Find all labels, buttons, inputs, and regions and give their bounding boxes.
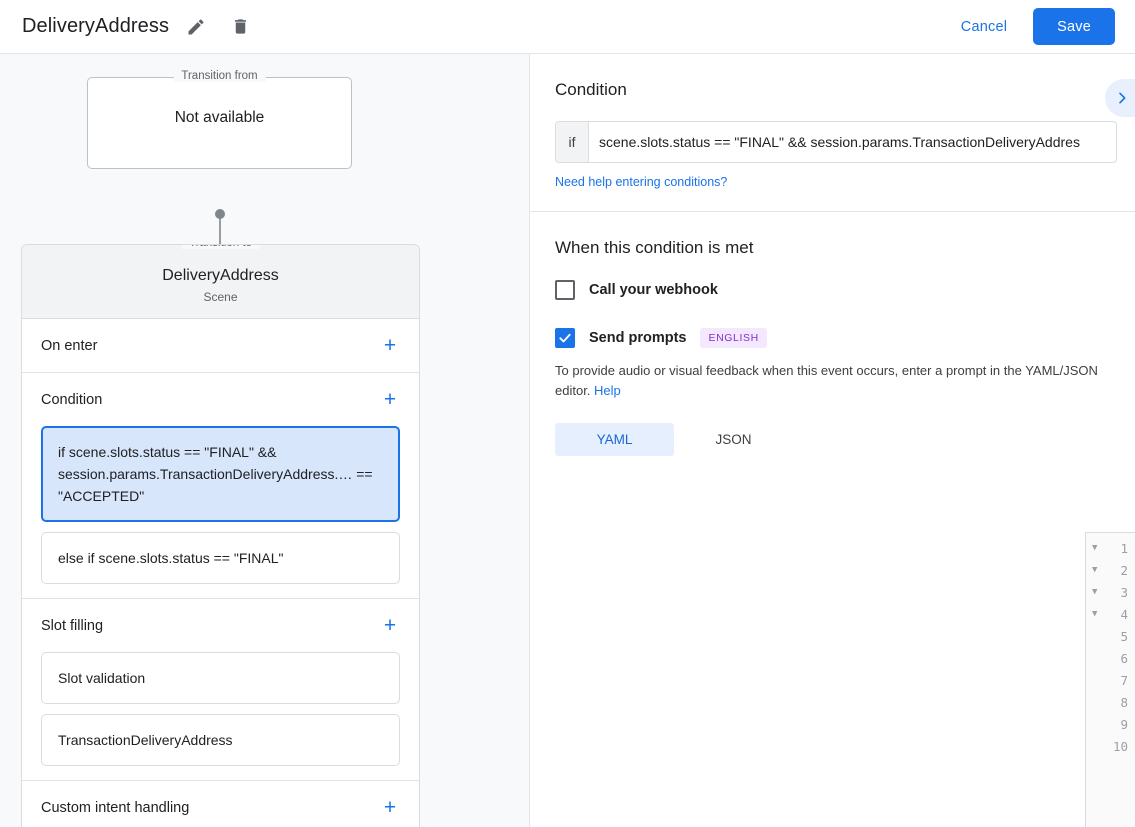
add-custom-intent-button[interactable]: + [383, 796, 397, 819]
language-badge: ENGLISH [700, 328, 767, 348]
transition-from-value: Not available [174, 109, 265, 126]
condition-section: Condition if Need help entering conditio… [530, 54, 1135, 212]
line-number: 4 [1120, 606, 1128, 622]
send-prompts-description-text: To provide audio or visual feedback when… [555, 363, 1098, 398]
section-on-enter: On enter + [22, 319, 419, 373]
section-on-enter-title: On enter [41, 337, 98, 354]
page-title: DeliveryAddress [22, 15, 170, 37]
section-condition-title: Condition [41, 391, 103, 408]
line-number: 2 [1120, 562, 1128, 578]
transition-to-scene-card: Transition to DeliveryAddress Scene On e… [21, 244, 420, 827]
send-prompts-row: Send prompts ENGLISH [555, 328, 1110, 348]
line-number: 7 [1120, 672, 1128, 688]
call-webhook-row: Call your webhook [555, 280, 1110, 300]
condition-list: if scene.slots.status == "FINAL" && sess… [22, 426, 419, 598]
line-number: 5 [1120, 628, 1128, 644]
condition-if-prefix: if [556, 122, 589, 162]
condition-heading: Condition [555, 80, 627, 99]
top-app-bar: DeliveryAddress Cancel Save [0, 0, 1135, 54]
section-condition-header: Condition + [22, 373, 419, 426]
tab-yaml[interactable]: YAML [555, 423, 674, 456]
help-link[interactable]: Help [594, 383, 621, 398]
gutter-line: ▼4 [1086, 603, 1135, 625]
gutter-line: 10 [1086, 735, 1135, 757]
fold-triangle-icon[interactable]: ▼ [1092, 587, 1098, 597]
chevron-right-icon[interactable] [1105, 79, 1135, 117]
line-number: 1 [1120, 540, 1128, 556]
section-slot-filling-title: Slot filling [41, 617, 104, 634]
transition-to-legend: Transition to [181, 245, 260, 249]
section-custom-intent-title: Custom intent handling [41, 799, 190, 816]
tab-json[interactable]: JSON [715, 432, 752, 447]
right-panel: Condition if Need help entering conditio… [530, 54, 1135, 827]
line-number: 3 [1120, 584, 1128, 600]
section-custom-intent-header: Custom intent handling + [22, 781, 419, 827]
trash-icon[interactable] [223, 10, 257, 44]
line-number: 8 [1120, 694, 1128, 710]
line-number: 9 [1120, 716, 1128, 732]
gutter-line: 8 [1086, 691, 1135, 713]
section-slot-filling-header: Slot filling + [22, 599, 419, 652]
slot-validation-item[interactable]: Slot validation [41, 652, 400, 704]
fold-triangle-icon[interactable]: ▼ [1092, 609, 1098, 619]
gutter-line: ▼3 [1086, 581, 1135, 603]
transition-from-legend: Transition from [173, 70, 266, 82]
scene-type: Scene [203, 290, 238, 304]
when-condition-met-section: When this condition is met Call your web… [530, 212, 1135, 456]
transition-from-box: Transition from Not available [87, 70, 352, 169]
line-number: 10 [1112, 738, 1128, 754]
scene-name: DeliveryAddress [162, 267, 279, 284]
condition-item-selected[interactable]: if scene.slots.status == "FINAL" && sess… [41, 426, 400, 522]
fold-triangle-icon[interactable]: ▼ [1092, 543, 1098, 553]
left-panel: Transition from Not available Transition… [0, 54, 530, 827]
pencil-icon[interactable] [179, 10, 213, 44]
gutter-line: 9 [1086, 713, 1135, 735]
gutter-line: ▼1 [1086, 537, 1135, 559]
condition-help-link[interactable]: Need help entering conditions? [555, 175, 728, 189]
gutter-line: 6 [1086, 647, 1135, 669]
gutter-line: 5 [1086, 625, 1135, 647]
add-condition-button[interactable]: + [383, 388, 397, 411]
editor-format-tabs: YAML JSON [555, 423, 1110, 456]
gutter-line: ▼2 [1086, 559, 1135, 581]
slot-item[interactable]: TransactionDeliveryAddress [41, 714, 400, 766]
scene-card-header: Transition to DeliveryAddress Scene [22, 245, 419, 319]
section-condition: Condition + if scene.slots.status == "FI… [22, 373, 419, 599]
send-prompts-checkbox[interactable] [555, 328, 575, 348]
condition-item[interactable]: else if scene.slots.status == "FINAL" [41, 532, 400, 584]
fold-triangle-icon[interactable]: ▼ [1092, 565, 1098, 575]
section-on-enter-header: On enter + [22, 319, 419, 372]
gutter-line: 7 [1086, 669, 1135, 691]
when-met-heading: When this condition is met [555, 238, 754, 257]
call-webhook-checkbox[interactable] [555, 280, 575, 300]
add-on-enter-button[interactable]: + [383, 334, 397, 357]
condition-input[interactable] [589, 122, 1116, 162]
send-prompts-label: Send prompts [589, 330, 687, 346]
section-slot-filling: Slot filling + Slot validation Transacti… [22, 599, 419, 781]
section-custom-intent-handling: Custom intent handling + [22, 781, 419, 827]
send-prompts-description: To provide audio or visual feedback when… [555, 361, 1110, 401]
call-webhook-label: Call your webhook [589, 282, 718, 298]
save-button[interactable]: Save [1033, 8, 1115, 45]
add-slot-filling-button[interactable]: + [383, 614, 397, 637]
slot-filling-list: Slot validation TransactionDeliveryAddre… [22, 652, 419, 780]
condition-input-row: if [555, 121, 1117, 163]
line-number: 6 [1120, 650, 1128, 666]
cancel-button[interactable]: Cancel [947, 11, 1021, 43]
